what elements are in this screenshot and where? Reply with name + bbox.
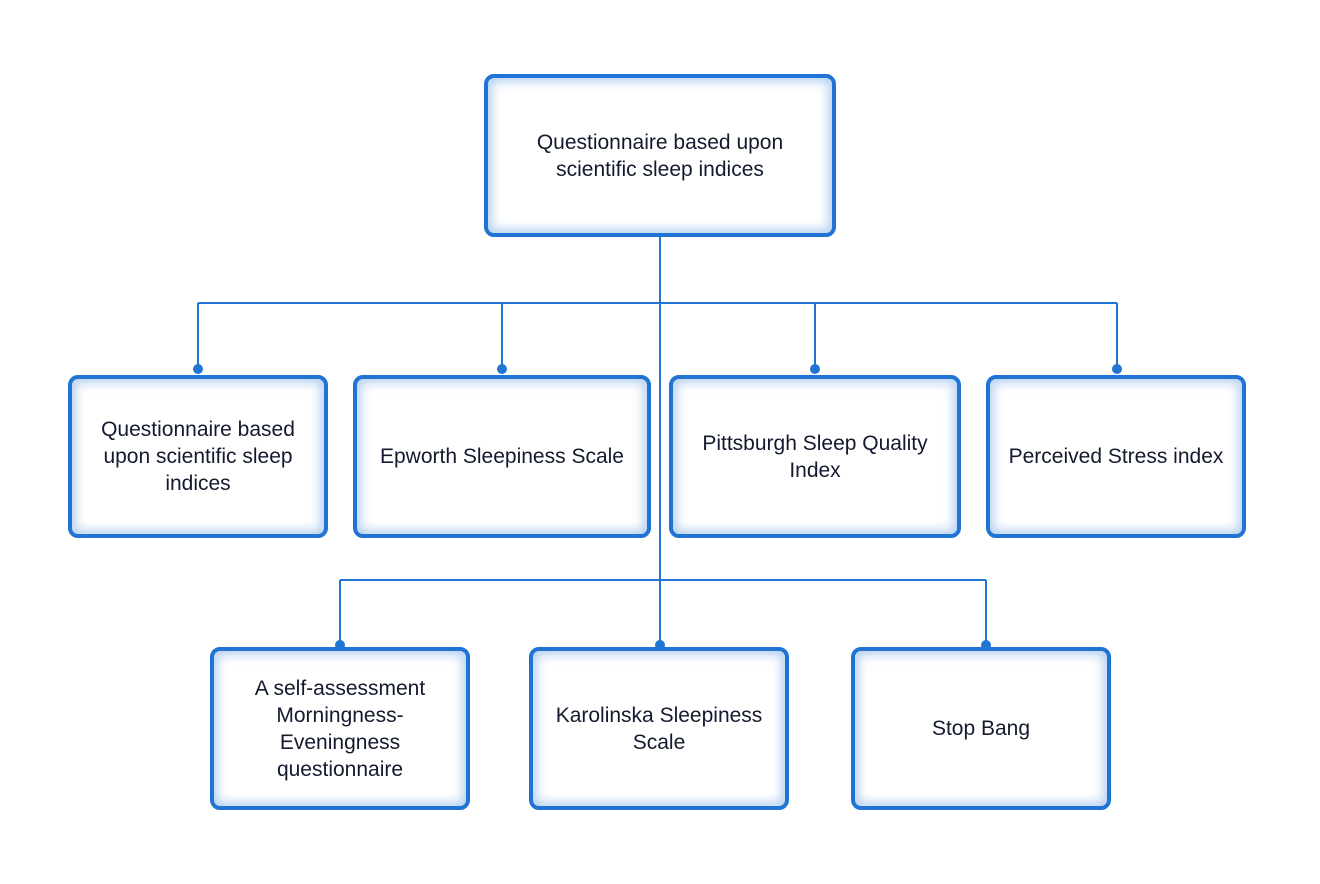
node-karolinska: Karolinska Sleepiness Scale [529,647,789,810]
root-node: Questionnaire based upon scientific slee… [484,74,836,237]
connector-dot-row1-3 [810,364,820,374]
node-stop-bang-label: Stop Bang [931,717,1031,740]
connector-dot-row1-1 [193,364,203,374]
node-epworth-label: Epworth Sleepiness Scale [380,445,624,468]
node-questionnaire: Questionnaire based upon scientific slee… [68,375,328,538]
connector-dot-row1-4 [1112,364,1122,374]
node-morningness-label: A self-assessment Morningness-Eveningnes… [254,676,426,781]
node-questionnaire-label: Questionnaire based upon scientific slee… [101,418,295,495]
root-node-label: Questionnaire based upon scientific slee… [536,130,784,181]
node-morningness: A self-assessment Morningness-Eveningnes… [210,647,470,810]
node-pittsburgh: Pittsburgh Sleep Quality Index [669,375,961,538]
node-epworth: Epworth Sleepiness Scale [353,375,651,538]
node-perceived-stress: Perceived Stress index [986,375,1246,538]
node-stop-bang: Stop Bang [851,647,1111,810]
node-pittsburgh-label: Pittsburgh Sleep Quality Index [702,431,928,482]
node-perceived-stress-label: Perceived Stress index [1008,445,1224,468]
connector-dot-row1-2 [497,364,507,374]
node-karolinska-label: Karolinska Sleepiness Scale [555,703,763,754]
